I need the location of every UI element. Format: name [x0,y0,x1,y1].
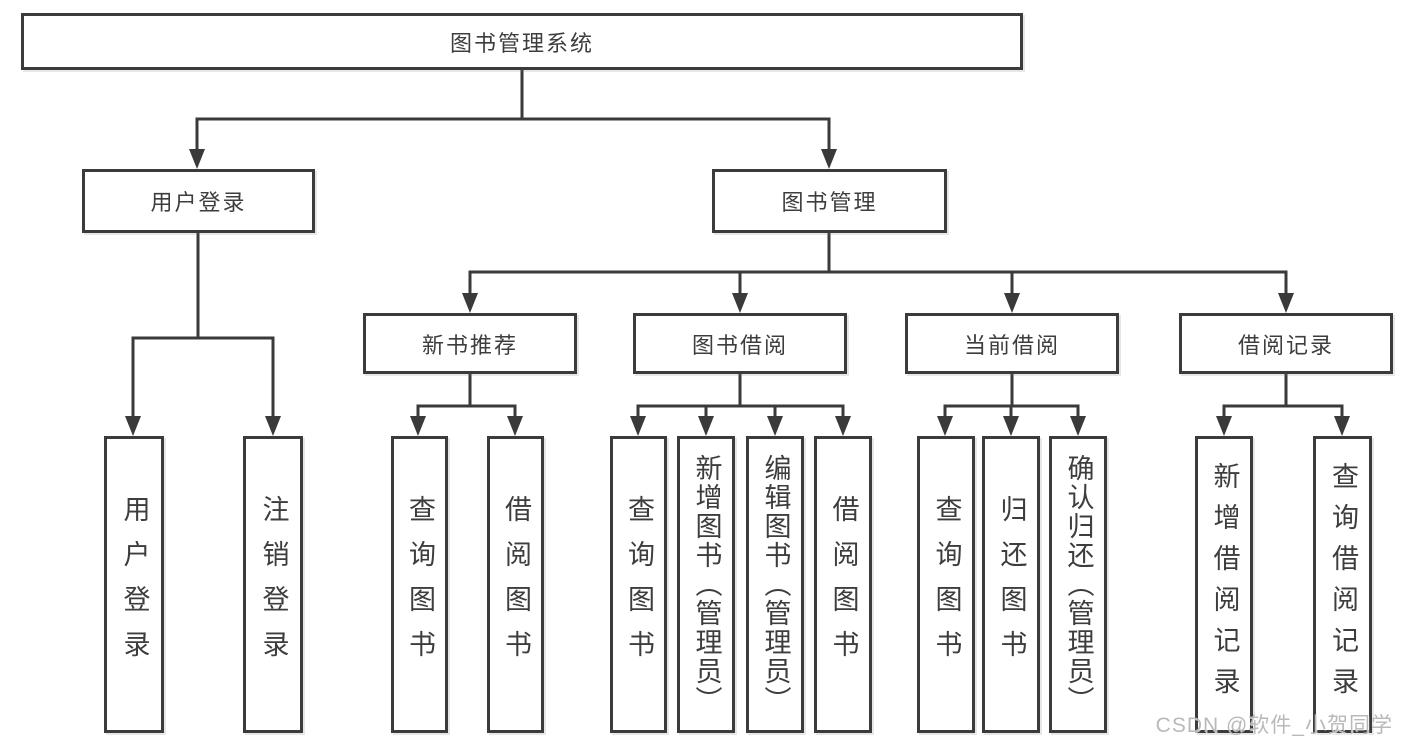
node-book-management: 图书管理 [712,169,947,233]
leaf-add-book-admin: 新增图书（管理员） [677,436,735,733]
node-user-login: 用户登录 [82,169,315,233]
leaf-borrow-books-recommend-label: 借阅图书 [501,494,531,675]
connector-book-borrow-branch [630,372,851,436]
leaf-query-books-current-label: 查询图书 [931,494,962,675]
connector-current-borrow-branch [937,372,1086,436]
leaf-query-books-recommend: 查询图书 [391,436,448,733]
node-user-login-label: 用户登录 [150,190,247,215]
leaf-edit-book-admin-label: 编辑图书（管理员） [760,454,791,715]
node-root-system-label: 图书管理系统 [449,30,594,56]
leaf-query-borrow-record-label: 查询借阅记录 [1328,461,1358,708]
connector-user-login-branch [125,231,281,436]
node-book-management-label: 图书管理 [781,190,878,215]
leaf-borrow-books-recommend: 借阅图书 [487,436,544,733]
node-new-book-recommend: 新书推荐 [363,313,577,374]
csdn-watermark: CSDN @软件_小贺同学 [1155,714,1393,737]
leaf-query-books-borrow: 查询图书 [610,436,667,733]
leaf-return-book-label: 归还图书 [996,494,1027,675]
leaf-user-login-label: 用户登录 [119,494,150,675]
connector-borrow-records-branch [1216,372,1350,436]
leaf-query-books-recommend-label: 查询图书 [405,494,435,675]
leaf-edit-book-admin: 编辑图书（管理员） [746,436,804,733]
connector-new-book-recommend-branch [410,372,523,436]
node-book-borrow: 图书借阅 [633,313,847,374]
leaf-add-book-admin-label: 新增图书（管理员） [691,454,722,715]
leaf-add-borrow-record-label: 新增借阅记录 [1209,461,1240,708]
node-current-borrow: 当前借阅 [905,313,1119,374]
leaf-add-borrow-record: 新增借阅记录 [1195,436,1253,733]
leaf-user-login: 用户登录 [104,436,164,733]
leaf-confirm-return-admin-label: 确认归还（管理员） [1063,454,1094,715]
leaf-return-book: 归还图书 [982,436,1040,733]
leaf-borrow-books-borrow: 借阅图书 [814,436,872,733]
leaf-query-books-current: 查询图书 [917,436,975,733]
leaf-query-borrow-record: 查询借阅记录 [1313,436,1372,733]
leaf-logout-label: 注销登录 [258,494,289,675]
leaf-query-books-borrow-label: 查询图书 [624,494,654,675]
connector-book-management-branch [462,231,1294,313]
node-root-system: 图书管理系统 [21,13,1023,70]
connector-root-to-level2 [189,68,837,169]
node-borrow-records-label: 借阅记录 [1237,332,1334,358]
node-current-borrow-label: 当前借阅 [963,332,1060,358]
node-book-borrow-label: 图书借阅 [691,332,788,358]
node-borrow-records: 借阅记录 [1179,313,1393,374]
leaf-borrow-books-borrow-label: 借阅图书 [828,494,859,675]
node-new-book-recommend-label: 新书推荐 [421,332,518,358]
leaf-confirm-return-admin: 确认归还（管理员） [1049,436,1107,733]
leaf-logout: 注销登录 [243,436,303,733]
